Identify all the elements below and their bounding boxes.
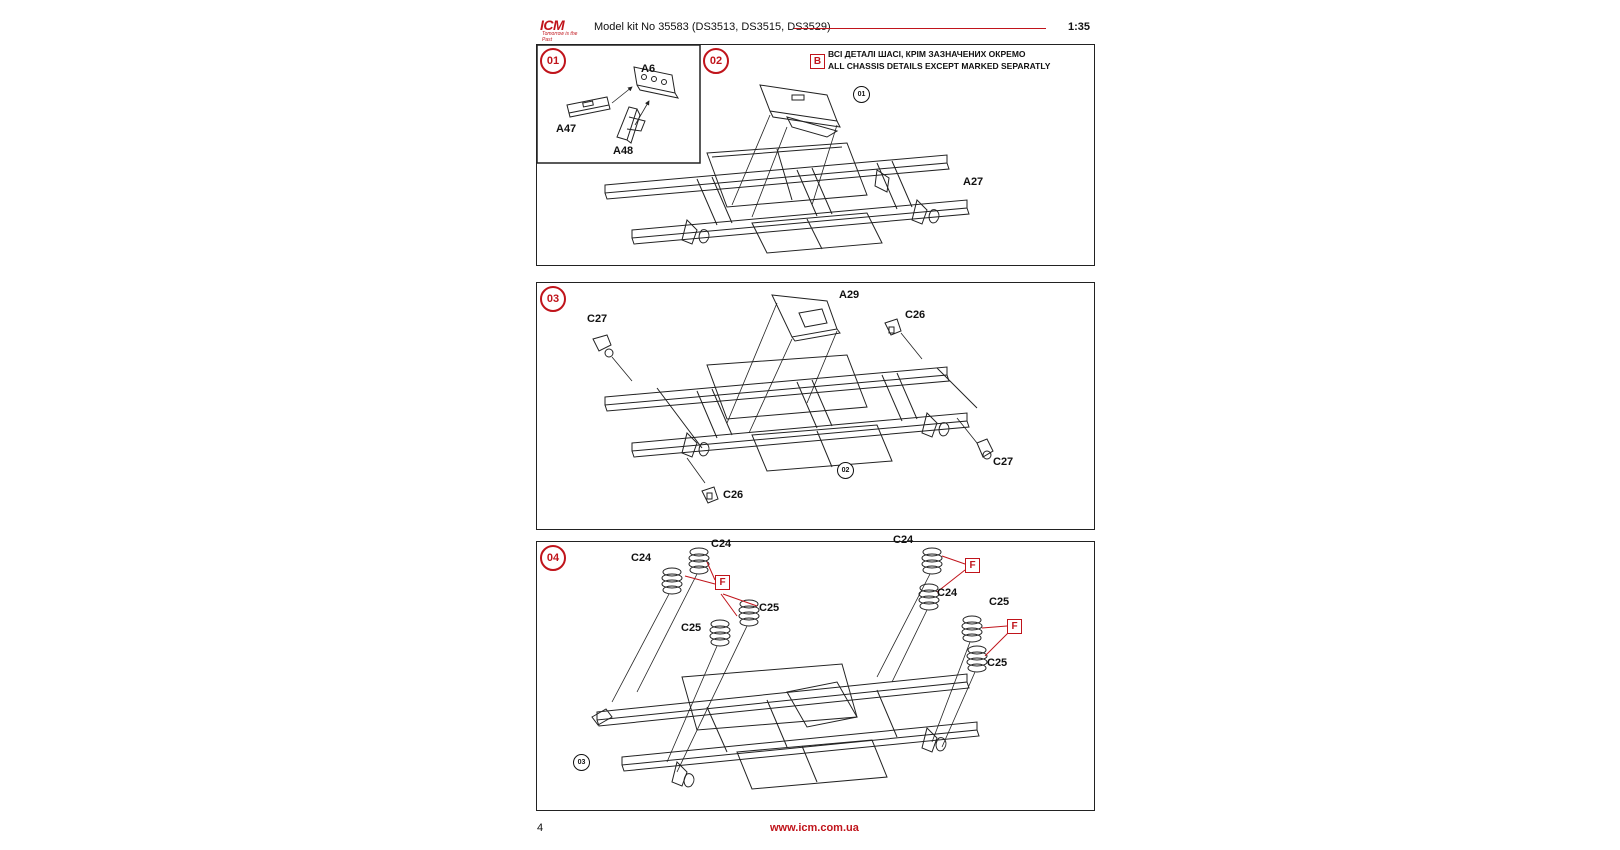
assembly-lines <box>611 573 976 773</box>
note-line-english: ALL CHASSIS DETAILS EXCEPT MARKED SEPARA… <box>828 61 1051 71</box>
paint-marker-f-right: F <box>1007 619 1022 634</box>
chassis-frame-drawing <box>604 354 978 472</box>
part-label-a29: A29 <box>839 289 860 301</box>
part-label-c26-lower: C26 <box>723 489 744 501</box>
part-c26-lower-drawing <box>701 486 719 504</box>
part-label-c27-right: C27 <box>993 456 1014 468</box>
part-label-c24-d: C24 <box>937 587 958 599</box>
part-c27-lower-drawing <box>976 438 994 460</box>
spring-stacks-drawing <box>661 547 988 673</box>
part-label-a27: A27 <box>963 176 984 188</box>
step-01-02-drawing <box>537 45 970 254</box>
step-badge-03: 03 <box>540 286 566 312</box>
step-panel-01-02: 01 A6 A47 A48 02 B ВСІ ДЕТАЛІ ШАСІ, КРІМ… <box>536 44 1095 266</box>
part-label-c24-a: C24 <box>711 538 732 550</box>
step-badge-04: 04 <box>540 545 566 571</box>
step-panel-03: 03 A29 C27 C26 C26 C27 02 <box>536 282 1095 530</box>
step-03-drawing <box>592 294 994 504</box>
spring-c25-4 <box>966 645 988 673</box>
part-label-c25-a: C25 <box>759 602 780 614</box>
part-a47-drawing <box>566 96 611 118</box>
part-label-c24-c: C24 <box>893 534 914 546</box>
ref-circle-02: 02 <box>837 462 854 479</box>
logo-tagline: Tomorrow is the Past <box>542 31 578 43</box>
paint-marker-f-mid: F <box>965 558 980 573</box>
part-a6-drawing <box>633 66 680 99</box>
chassis-frame-drawing <box>591 663 980 790</box>
scale-label: 1:35 <box>1068 21 1091 33</box>
page-number: 4 <box>537 822 544 834</box>
ref-circle-03: 03 <box>573 754 590 771</box>
footer-url-link[interactable]: www.icm.com.ua <box>770 822 859 834</box>
step-04-drawing <box>591 547 1010 790</box>
spring-c24-2 <box>661 567 683 595</box>
part-label-a48: A48 <box>613 145 634 157</box>
part-label-c25-c: C25 <box>989 596 1010 608</box>
paint-leader-lines <box>684 555 1010 657</box>
spring-c25-2 <box>709 619 731 647</box>
part-label-a47: A47 <box>556 123 577 135</box>
part-label-a6: A6 <box>641 63 656 75</box>
header-rule <box>794 28 1046 29</box>
part-c26-drawing <box>884 318 902 336</box>
part-a48-drawing <box>616 106 646 144</box>
spring-c25-3 <box>961 615 983 643</box>
step-badge-02: 02 <box>703 48 729 74</box>
icm-logo: ICM Tomorrow is the Past <box>536 17 586 43</box>
spring-c24-1 <box>688 547 710 575</box>
step-badge-01: 01 <box>540 48 566 74</box>
chassis-frame-drawing <box>604 142 970 254</box>
logo-brand: ICM <box>540 17 565 33</box>
part-label-c27-left: C27 <box>587 313 608 325</box>
header: ICM Tomorrow is the Past Model kit No 35… <box>536 14 1096 43</box>
part-a29-drawing <box>771 294 841 342</box>
part-a27-drawing <box>759 84 841 138</box>
ref-circle-01: 01 <box>853 86 870 103</box>
kit-title: Model kit No 35583 (DS3513, DS3515, DS35… <box>594 21 831 33</box>
note-marker-b: B <box>810 54 825 69</box>
spring-c24-4 <box>918 583 940 611</box>
spring-c24-3 <box>921 547 943 575</box>
note-line-ukrainian: ВСІ ДЕТАЛІ ШАСІ, КРІМ ЗАЗНАЧЕНИХ ОКРЕМО <box>828 49 1026 59</box>
part-label-c24-b: C24 <box>631 552 652 564</box>
part-label-c25-d: C25 <box>987 657 1008 669</box>
spring-c25-1 <box>738 599 760 627</box>
part-c27-drawing <box>592 334 614 358</box>
step-panel-04: 04 C24 C24 C25 C25 C24 C24 C25 C25 F F F… <box>536 534 1095 811</box>
part-label-c26-right: C26 <box>905 309 926 321</box>
paint-marker-f-left: F <box>715 575 730 590</box>
part-label-c25-b: C25 <box>681 622 702 634</box>
